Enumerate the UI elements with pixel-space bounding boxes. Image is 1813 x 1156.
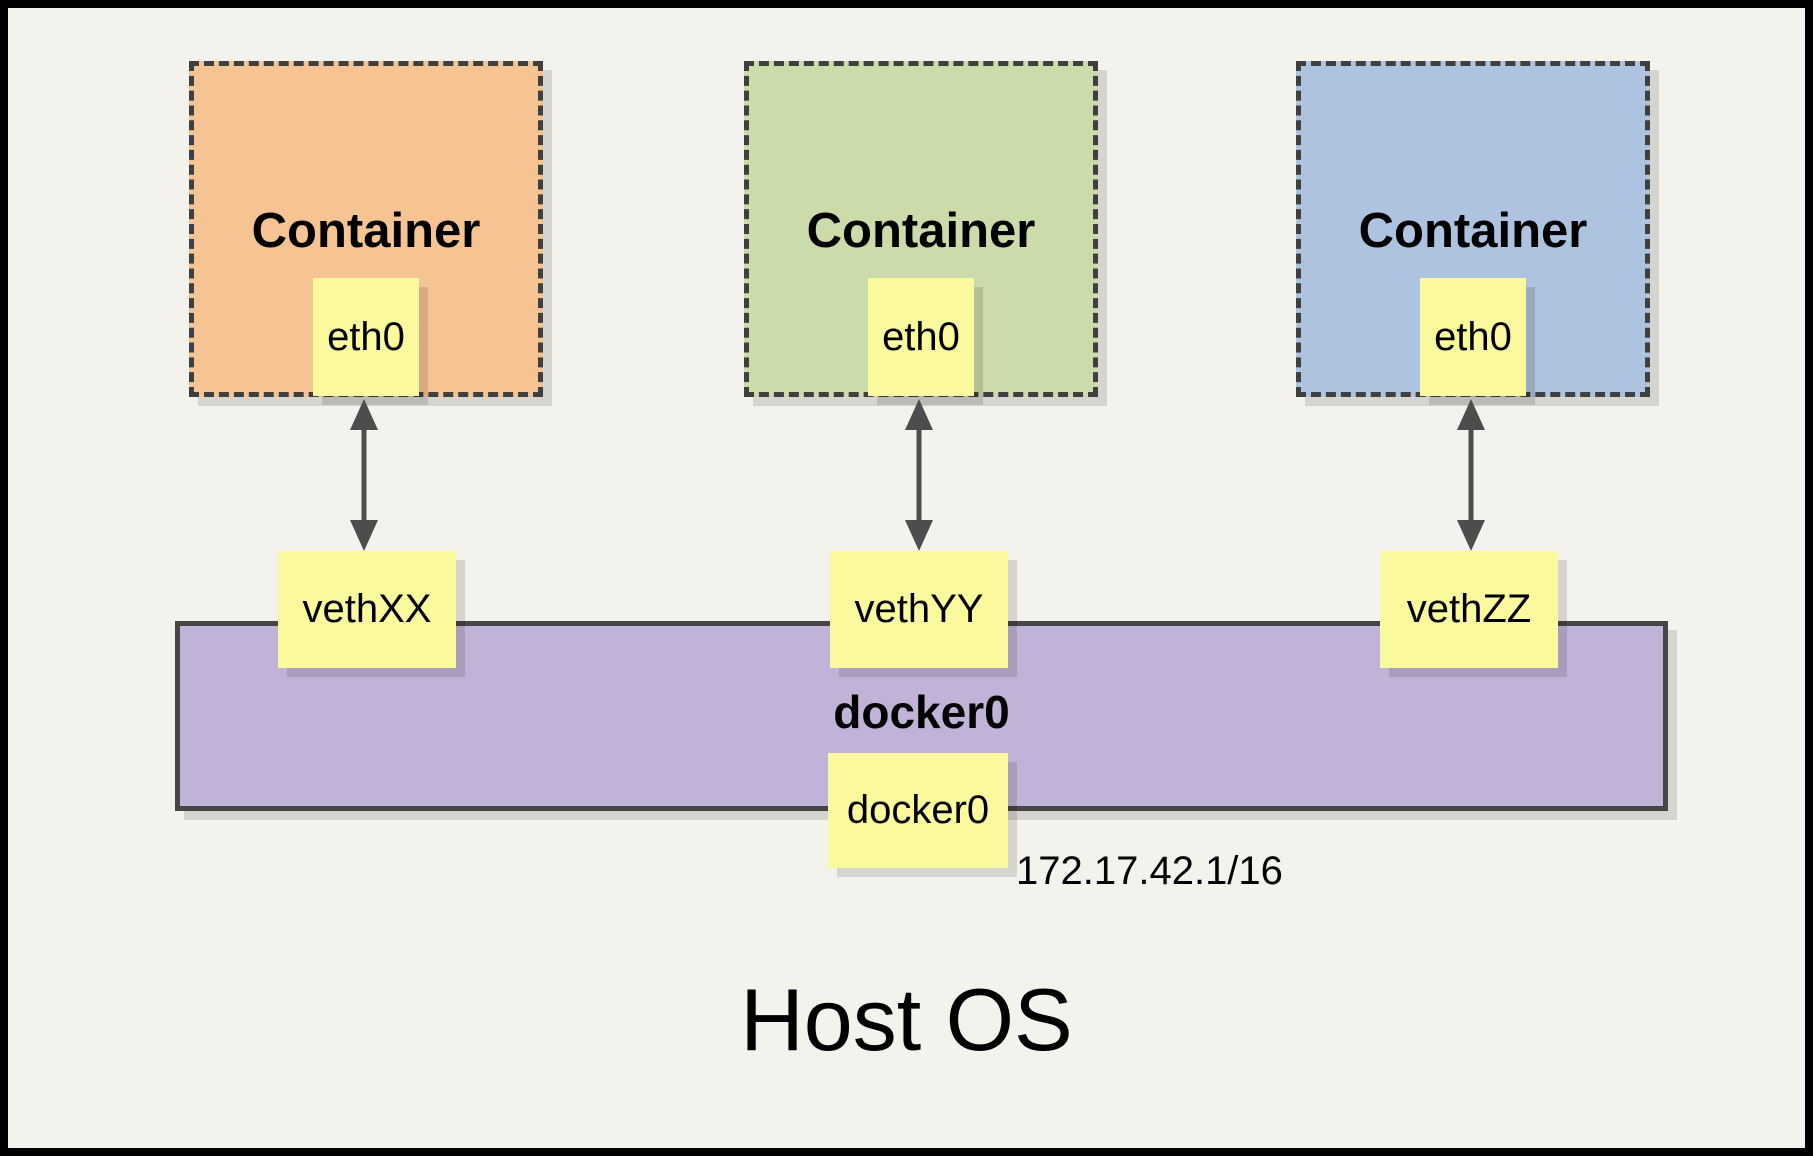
eth0-interface-box: eth0 (1420, 278, 1526, 396)
eth0-interface-label: eth0 (1434, 314, 1512, 359)
container-title: Container (1358, 204, 1588, 258)
veth-interface-label: vethZZ (1406, 587, 1532, 631)
veth-interface-box-1: vethXX (278, 551, 456, 668)
eth0-interface-label: eth0 (327, 314, 405, 359)
veth-interface-label: vethXX (302, 587, 432, 631)
connection-arrow-1 (350, 399, 378, 551)
veth-interface-label: vethYY (854, 587, 984, 631)
bridge-name-label: docker0 (833, 686, 1010, 738)
bridge-interface-label: docker0 (846, 788, 990, 832)
container-title: Container (806, 204, 1036, 258)
container-title: Container (251, 204, 481, 258)
bridge-ip-label: 172.17.42.1/16 (1016, 849, 1283, 893)
host-os-label: Host OS (740, 970, 1073, 1069)
eth0-interface-label: eth0 (882, 314, 960, 359)
eth0-interface-box: eth0 (313, 278, 419, 396)
veth-interface-box-3: vethZZ (1380, 551, 1558, 668)
eth0-interface-box: eth0 (868, 278, 974, 396)
container-box-2: Container eth0 (744, 61, 1098, 397)
container-box-3: Container eth0 (1296, 61, 1650, 397)
container-box-1: Container eth0 (189, 61, 543, 397)
veth-interface-box-2: vethYY (830, 551, 1008, 668)
connection-arrow-2 (905, 399, 933, 551)
bridge-interface-box: docker0 (828, 753, 1008, 868)
connection-arrow-3 (1457, 399, 1485, 551)
